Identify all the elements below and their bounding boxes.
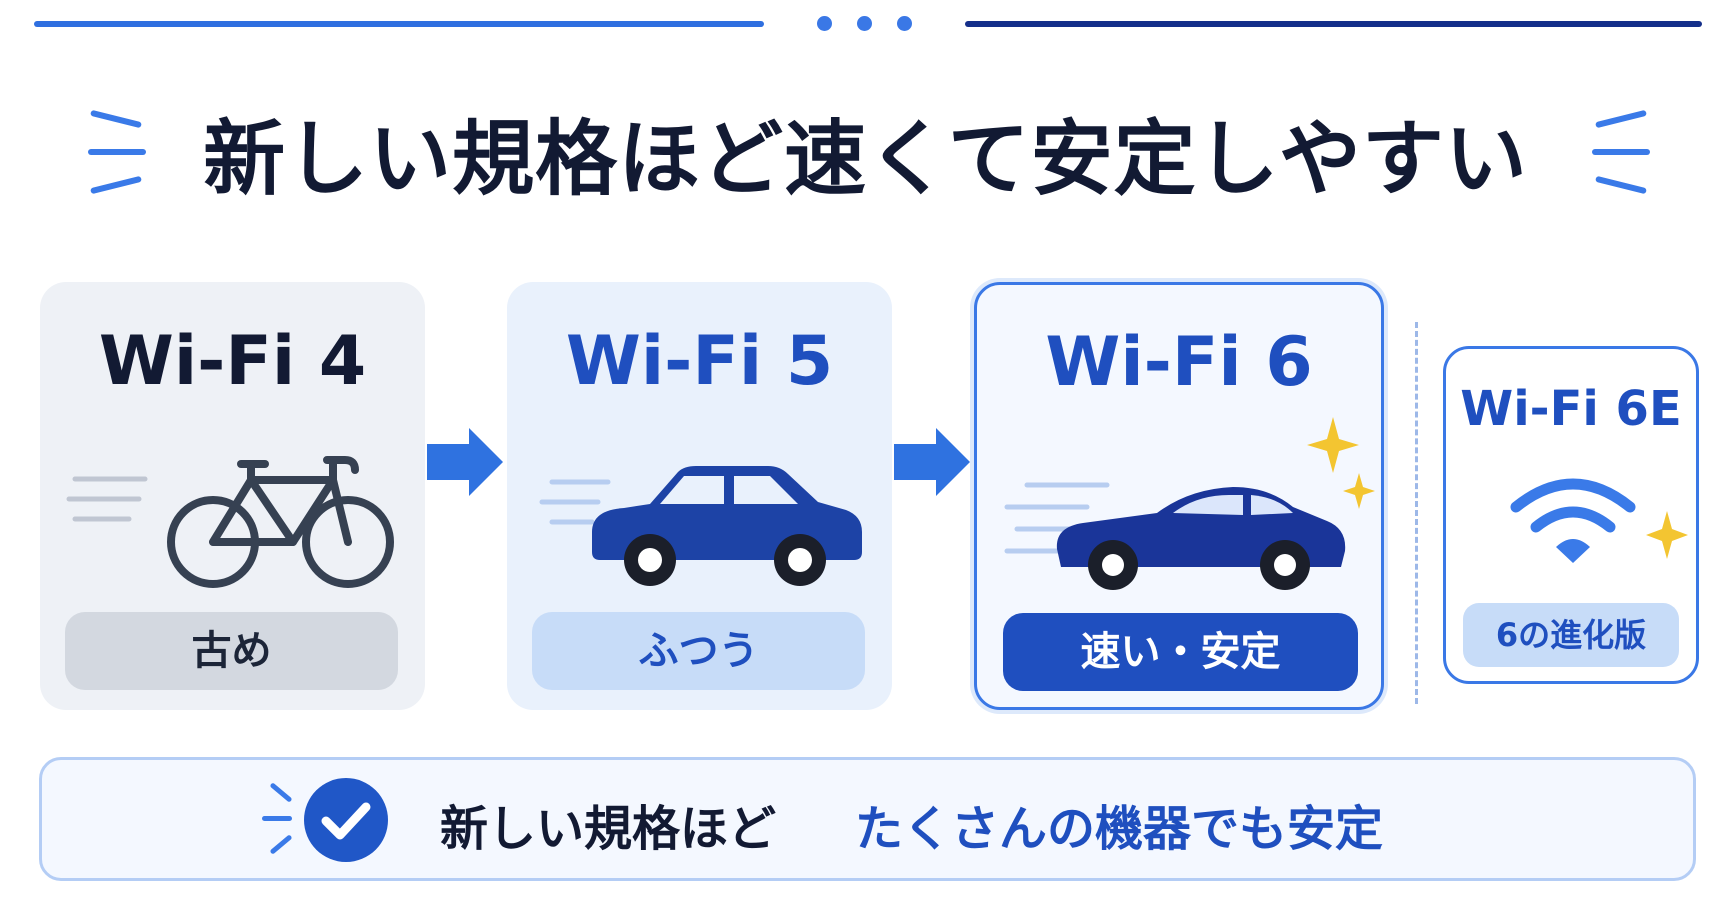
card-wifi-5: Wi-Fi 5 ふつう: [507, 282, 892, 710]
top-dot-3: [897, 16, 912, 31]
top-dot-1: [817, 16, 832, 31]
card-title-wifi-4: Wi-Fi 4: [98, 322, 367, 401]
badge-wifi-4: 古め: [65, 612, 398, 690]
sparkle-icon-wifi-6: [1307, 417, 1375, 509]
divider-dashed: [1415, 322, 1418, 704]
car-icon: [539, 466, 862, 586]
bicycle-icon: [66, 456, 394, 588]
footer-lead: 新しい規格ほど: [440, 801, 777, 857]
badge-wifi-6e: 6の進化版: [1463, 603, 1679, 667]
badge-wifi-5: ふつう: [532, 612, 865, 690]
page-title: 新しい規格ほど速くて安定しやすい: [203, 112, 1528, 207]
top-rule-right: [965, 21, 1702, 27]
footer-emphasis: たくさんの機器でも安定: [855, 801, 1384, 857]
card-wifi-4: Wi-Fi 4 古め: [40, 282, 425, 710]
card-title-wifi-6: Wi-Fi 6: [1045, 323, 1313, 402]
card-wifi-6e: Wi-Fi 6E 6の進化版: [1443, 346, 1699, 684]
top-dot-2: [857, 16, 872, 31]
card-title-wifi-5: Wi-Fi 5: [565, 322, 834, 401]
card-wifi-6: Wi-Fi 6 速い・安定: [974, 282, 1384, 710]
sparkle-icon-wifi-6e: [1646, 511, 1688, 559]
wifi-icon: [1510, 478, 1636, 563]
arrow-icon-2: [894, 428, 970, 496]
check-circle-icon: [304, 778, 388, 862]
badge-wifi-6: 速い・安定: [1003, 613, 1358, 691]
sports-car-icon: [1004, 482, 1346, 590]
card-title-wifi-6e: Wi-Fi 6E: [1460, 381, 1682, 437]
top-rule-left: [34, 21, 764, 27]
arrow-icon-1: [427, 428, 503, 496]
